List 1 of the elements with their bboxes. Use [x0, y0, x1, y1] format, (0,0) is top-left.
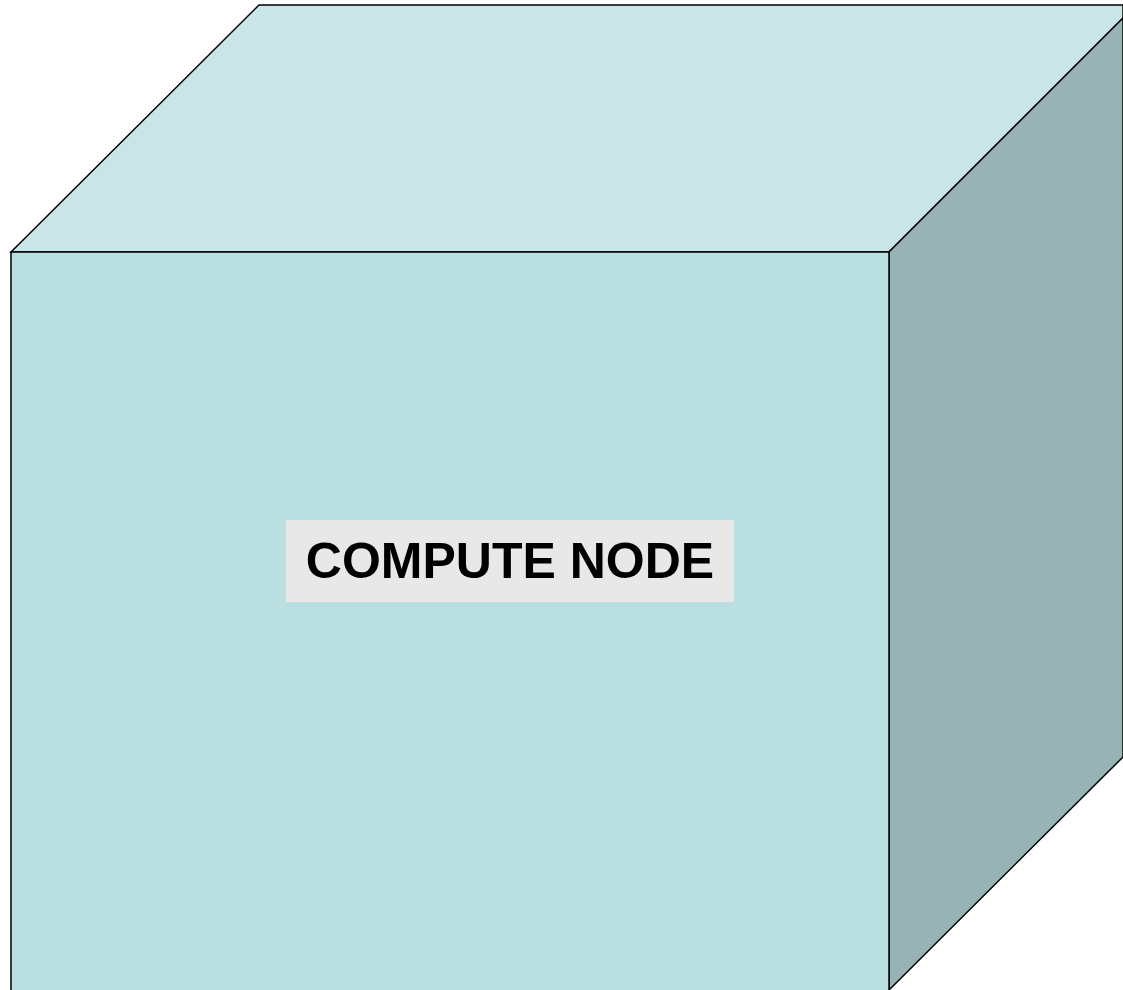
node-label: COMPUTE NODE	[285, 520, 735, 602]
